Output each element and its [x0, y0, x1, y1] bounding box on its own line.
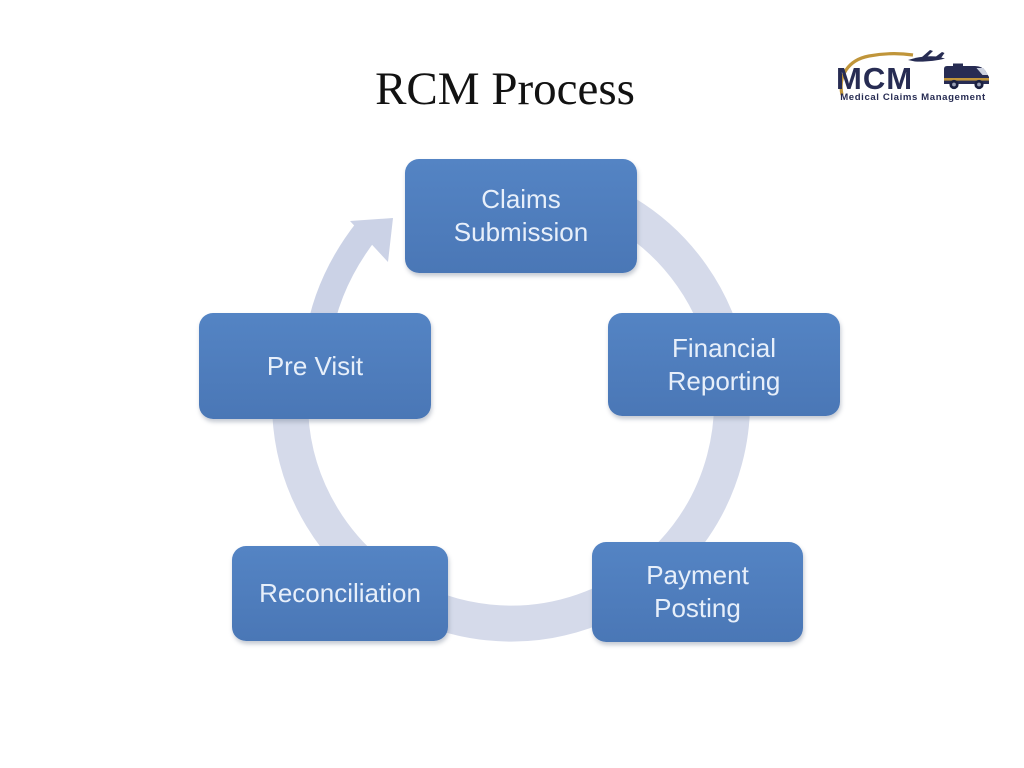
process-step-label-line: Reporting: [667, 365, 781, 396]
process-step-label-line: Pre Visit: [266, 350, 364, 381]
cycle-arrow-head-icon: [350, 218, 393, 262]
logo-caption: Medical Claims Management: [840, 92, 986, 103]
process-step-label-line: Posting: [654, 593, 741, 623]
process-step-label-line: Claims: [481, 184, 561, 214]
process-step-payment-posting: Payment Posting: [592, 542, 803, 642]
process-step-label-line: Financial: [671, 332, 777, 363]
ambulance-icon: [944, 63, 989, 90]
process-step-label-line: Reconciliation: [259, 578, 421, 608]
process-step-reconciliation: Reconciliation: [232, 546, 448, 641]
airplane-icon: [908, 50, 945, 62]
process-step-claims-submission: Claims Submission: [405, 159, 637, 273]
logo-graphic: MCM Medical Claims Management: [836, 50, 989, 103]
process-step-label-line: Payment: [646, 560, 749, 590]
logo-text: MCM: [836, 61, 913, 96]
company-logo: MCM Medical Claims Management: [833, 48, 993, 108]
logo-swoosh-icon: [839, 52, 914, 96]
process-step-financial-reporting: Financial Reporting: [608, 313, 840, 416]
process-step-pre-visit: Pre Visit: [199, 313, 431, 419]
slide-title: RCM Process: [375, 63, 635, 115]
process-step-label-line: Submission: [453, 217, 589, 247]
